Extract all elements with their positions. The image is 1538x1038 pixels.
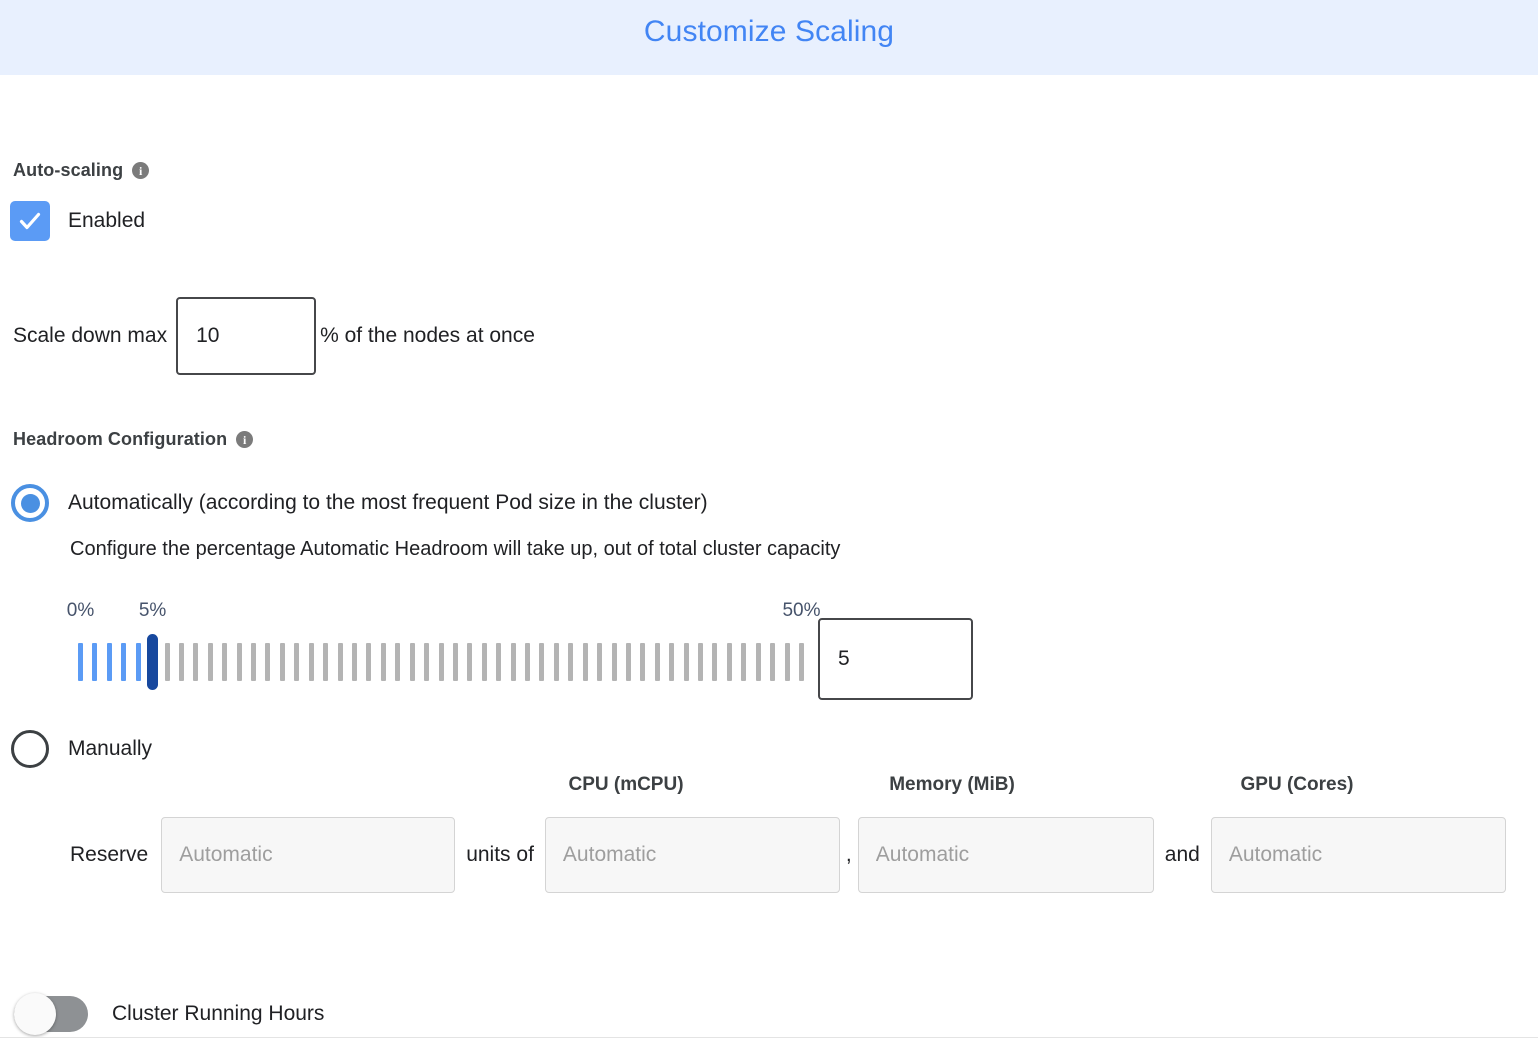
memory-field-label: Memory (MiB) <box>889 774 1015 795</box>
slider-tick[interactable] <box>640 643 646 681</box>
slider-tick[interactable] <box>582 643 588 681</box>
slider-tick[interactable] <box>467 643 473 681</box>
slider-tick[interactable] <box>279 643 285 681</box>
autoscaling-section-header: Auto-scaling i <box>13 160 150 181</box>
toggle-knob <box>14 993 56 1035</box>
slider-tick[interactable] <box>784 643 790 681</box>
comma-separator: , <box>845 843 852 866</box>
slider-tick[interactable] <box>553 643 559 681</box>
radio-automatic[interactable] <box>11 484 49 522</box>
gpu-field-label: GPU (Cores) <box>1240 774 1354 795</box>
slider-tick[interactable] <box>121 643 127 681</box>
scale-down-max-row: Scale down max % of the nodes at once <box>13 297 535 375</box>
slider-tick[interactable] <box>78 643 83 681</box>
slider-tick[interactable] <box>207 643 213 681</box>
and-separator: and <box>1164 843 1200 866</box>
slider-tick[interactable] <box>741 643 747 681</box>
cpu-field-label: CPU (mCPU) <box>568 774 684 795</box>
slider-tick[interactable] <box>164 643 170 681</box>
headroom-manually-label: Manually <box>68 737 153 760</box>
slider-tick[interactable] <box>193 643 199 681</box>
slider-tick[interactable] <box>424 643 430 681</box>
slider-tick[interactable] <box>452 643 458 681</box>
slider-tick[interactable] <box>539 643 545 681</box>
headroom-automatic-label: Automatically (according to the most fre… <box>68 491 708 514</box>
slider-tick[interactable] <box>337 643 343 681</box>
slider-tick[interactable] <box>92 643 98 681</box>
cluster-running-hours-toggle[interactable] <box>14 993 88 1035</box>
autoscaling-enabled-row[interactable]: Enabled <box>10 201 145 241</box>
headroom-option-automatic[interactable]: Automatically (according to the most fre… <box>11 484 708 522</box>
info-icon[interactable]: i <box>132 162 150 179</box>
slider-tick[interactable] <box>568 643 574 681</box>
scale-down-max-label: Scale down max <box>13 324 168 347</box>
info-icon[interactable]: i <box>236 431 254 448</box>
slider-tick[interactable] <box>510 643 516 681</box>
slider-tick[interactable] <box>611 643 617 681</box>
headroom-percentage-input[interactable] <box>818 618 973 700</box>
slider-tick[interactable] <box>481 643 487 681</box>
slider-tick[interactable] <box>135 643 141 681</box>
reserve-label: Reserve <box>70 843 149 866</box>
slider-tick[interactable] <box>308 643 314 681</box>
slider-tick[interactable] <box>755 643 761 681</box>
slider-tick[interactable] <box>236 643 242 681</box>
reserve-memory-input[interactable] <box>857 817 1154 893</box>
slider-tick[interactable] <box>654 643 660 681</box>
slider-tick[interactable] <box>178 643 184 681</box>
slider-min-label: 0% <box>66 600 95 621</box>
headroom-percentage-slider-block: 0% 5% 50% <box>0 600 1000 715</box>
slider-tick[interactable] <box>395 643 401 681</box>
slider-max-label: 50% <box>782 600 821 621</box>
slider-tick[interactable] <box>597 643 603 681</box>
slider-tick[interactable] <box>409 643 415 681</box>
scale-down-max-suffix: % of the nodes at once <box>320 324 535 347</box>
slider-tick[interactable] <box>222 643 228 681</box>
slider-tick[interactable] <box>251 643 257 681</box>
slider-tick[interactable] <box>496 643 502 681</box>
headroom-automatic-description: Configure the percentage Automatic Headr… <box>70 538 841 560</box>
slider-tick[interactable] <box>323 643 329 681</box>
reserve-gpu-input[interactable] <box>1210 817 1506 893</box>
slider-tick[interactable] <box>726 643 732 681</box>
slider-tick[interactable] <box>683 643 689 681</box>
scale-down-max-input[interactable] <box>176 297 317 375</box>
reserve-cpu-input[interactable] <box>544 817 840 893</box>
autoscaling-section-label: Auto-scaling <box>13 160 124 180</box>
cluster-running-hours-label: Cluster Running Hours <box>112 1002 325 1025</box>
slider-tick[interactable] <box>669 643 675 681</box>
slider-tick[interactable] <box>366 643 372 681</box>
slider-tick[interactable] <box>106 643 112 681</box>
headroom-manual-reserve-row: Reserve units of , and <box>70 817 1506 893</box>
dialog-header: Customize Scaling <box>0 0 1538 75</box>
slider-tick[interactable] <box>294 643 300 681</box>
autoscaling-enabled-checkbox[interactable] <box>10 201 50 241</box>
cluster-running-hours-row[interactable]: Cluster Running Hours <box>14 993 325 1035</box>
headroom-slider-thumb[interactable] <box>147 634 159 690</box>
radio-manually[interactable] <box>11 730 49 768</box>
reserve-units-input[interactable] <box>161 817 456 893</box>
slider-tick[interactable] <box>625 643 631 681</box>
headroom-option-manually[interactable]: Manually <box>11 730 152 768</box>
slider-tick[interactable] <box>712 643 718 681</box>
autoscaling-enabled-label: Enabled <box>68 209 146 232</box>
headroom-section-label: Headroom Configuration <box>13 429 228 449</box>
headroom-slider-track[interactable] <box>78 634 804 690</box>
slider-tick[interactable] <box>770 643 776 681</box>
slider-tick[interactable] <box>525 643 531 681</box>
slider-tick[interactable] <box>799 643 804 681</box>
slider-tick[interactable] <box>698 643 704 681</box>
units-of-label: units of <box>466 843 534 866</box>
slider-tick[interactable] <box>351 643 357 681</box>
slider-tick[interactable] <box>265 643 271 681</box>
page-title: Customize Scaling <box>643 14 895 48</box>
headroom-section-header: Headroom Configuration i <box>13 429 254 450</box>
slider-current-label: 5% <box>138 600 167 621</box>
slider-tick[interactable] <box>380 643 386 681</box>
slider-tick[interactable] <box>438 643 444 681</box>
